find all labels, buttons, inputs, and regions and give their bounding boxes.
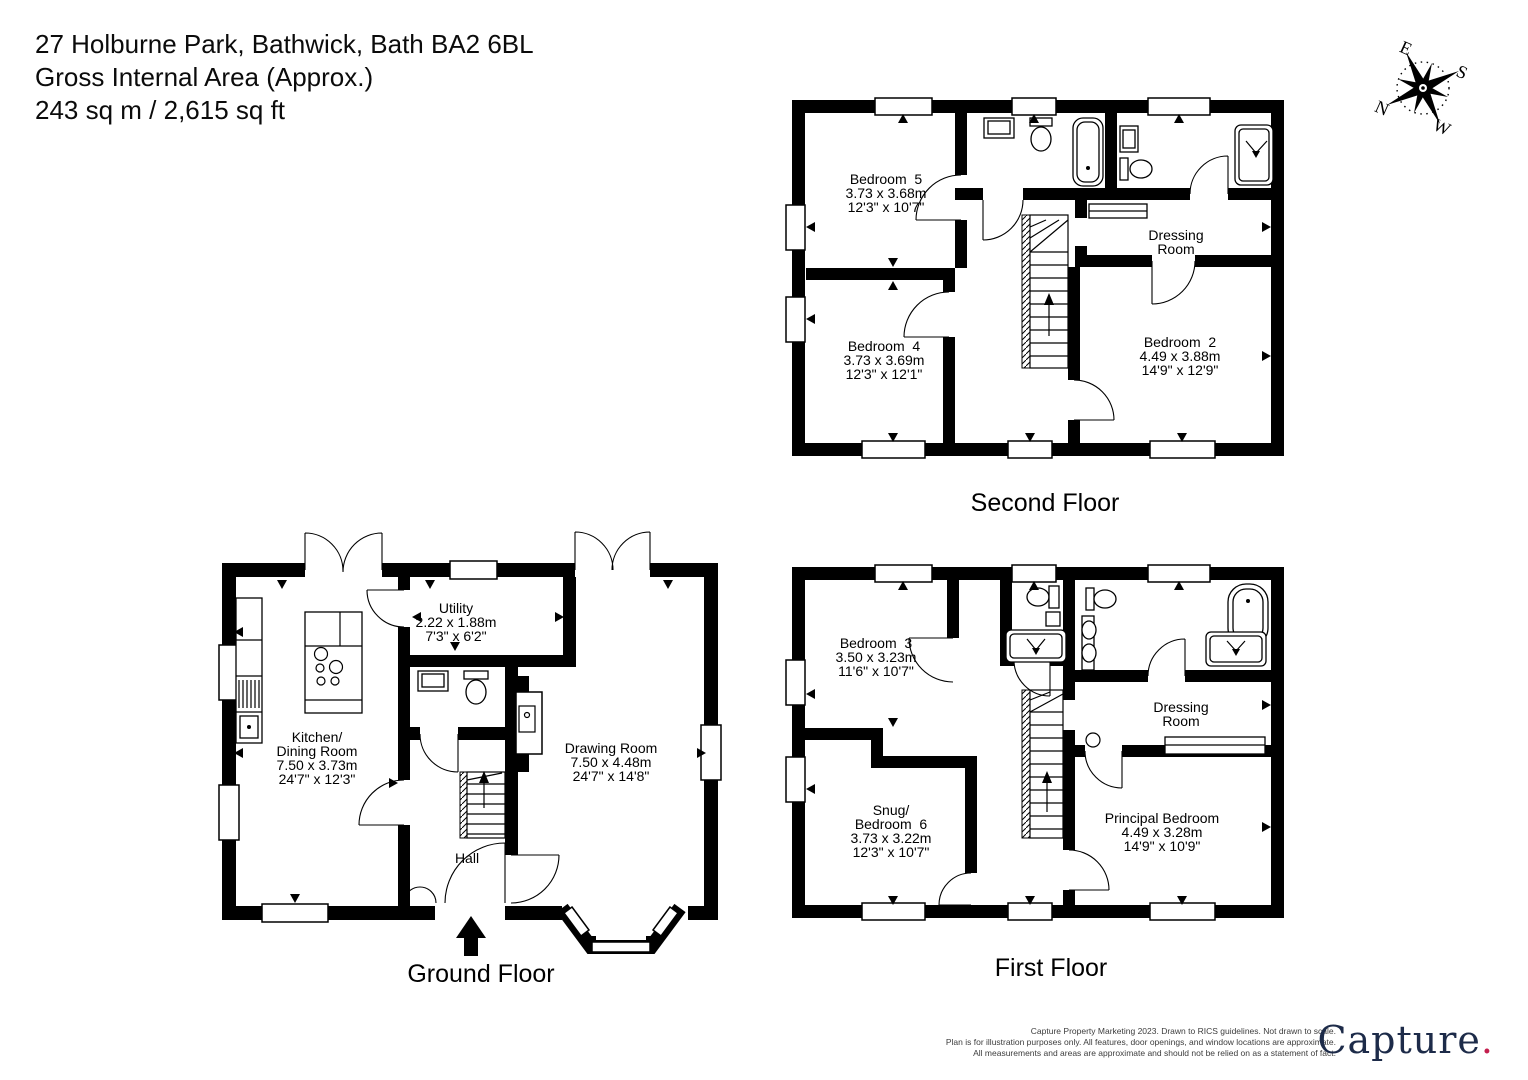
dimension-arrows [806, 581, 1271, 905]
second-floor-plan: Bedroom 5 3.73 x 3.68m 12'3" x 10'7" Bed… [785, 97, 1284, 517]
ground-floor-plan: Utility 2.22 x 1.88m 7'3" x 6'2" Kitchen… [218, 531, 722, 988]
shower-icon [1234, 124, 1274, 186]
compass-south-label: S [1453, 61, 1470, 83]
doors [358, 589, 560, 904]
bedroom5-imperial: 12'3" x 10'7" [848, 199, 925, 215]
compass-star [1387, 52, 1459, 124]
toilet-icon [463, 670, 489, 705]
bedroom2-metric: 4.49 x 3.88m [1140, 348, 1221, 364]
bedroom5-metric: 3.73 x 3.68m [846, 185, 927, 201]
wardrobe [1088, 203, 1148, 219]
bath-icon [1072, 117, 1104, 187]
first-floor-plan: Bedroom 3 3.50 x 3.23m 11'6" x 10'7" Snu… [785, 564, 1284, 982]
compass-north-label: N [1372, 96, 1392, 120]
bedroom4-name: Bedroom 4 [848, 338, 921, 354]
bedroom2-name: Bedroom 2 [1144, 334, 1217, 350]
hall-name: Hall [455, 850, 479, 866]
windows [218, 560, 722, 923]
bedroom4-metric: 3.73 x 3.69m [844, 352, 925, 368]
principal-name: Principal Bedroom [1105, 810, 1219, 826]
shower-icon [1205, 631, 1267, 667]
sink-icon [417, 670, 449, 692]
capture-logo: Capture. [1317, 1018, 1494, 1062]
area-value: 243 sq m / 2,615 sq ft [35, 95, 286, 125]
room-labels: Utility 2.22 x 1.88m 7'3" x 6'2" Kitchen… [277, 600, 658, 866]
staircase [459, 771, 506, 839]
sink-icon [1081, 615, 1097, 671]
staircase [1021, 689, 1064, 839]
entry-arrow [456, 916, 486, 956]
snug-line2: Bedroom 6 [855, 816, 928, 832]
utility-imperial: 7'3" x 6'2" [425, 628, 486, 644]
drawing-room-imperial: 24'7" x 14'8" [573, 768, 650, 784]
sink-icon [983, 117, 1015, 139]
disclaimer-line: Plan is for illustration purposes only. … [945, 1037, 1336, 1047]
bedroom4-imperial: 12'3" x 12'1" [846, 366, 923, 382]
utility-name: Utility [439, 600, 473, 616]
toilet-icon [1119, 157, 1153, 181]
windows [785, 564, 1216, 921]
bedroom5-name: Bedroom 5 [850, 171, 923, 187]
compass-rose: E S N W [1372, 37, 1471, 140]
first-floor-label: First Floor [995, 954, 1108, 982]
title-block: 27 Holburne Park, Bathwick, Bath BA2 6BL… [35, 28, 534, 127]
dressing-room-line1: Dressing [1148, 227, 1203, 243]
room-labels: Bedroom 5 3.73 x 3.68m 12'3" x 10'7" Bed… [844, 171, 1221, 382]
disclaimer-line: Capture Property Marketing 2023. Drawn t… [1030, 1026, 1336, 1036]
bay-window [556, 903, 686, 954]
bedroom3-metric: 3.50 x 3.23m [836, 649, 917, 665]
doors [903, 155, 1229, 421]
shower-icon [1005, 629, 1067, 663]
bedroom3-name: Bedroom 3 [840, 635, 913, 651]
bath-icon [1227, 583, 1269, 647]
dimension-arrows [806, 114, 1271, 442]
ground-floor-label: Ground Floor [407, 960, 554, 988]
kitchen-counter [235, 597, 263, 744]
utility-metric: 2.22 x 1.88m [416, 614, 497, 630]
snug-metric: 3.73 x 3.22m [851, 830, 932, 846]
kitchen-metric: 7.50 x 3.73m [277, 757, 358, 773]
fireplace [505, 676, 543, 772]
room-labels: Bedroom 3 3.50 x 3.23m 11'6" x 10'7" Snu… [836, 635, 1220, 860]
bedroom3-imperial: 11'6" x 10'7" [838, 663, 914, 679]
kitchen-line1: Kitchen/ [292, 729, 343, 745]
drawing-room-metric: 7.50 x 4.48m [571, 754, 652, 770]
snug-line1: Snug/ [873, 802, 910, 818]
wardrobe [1085, 732, 1266, 755]
compass-east-label: E [1397, 37, 1415, 60]
dressing-room-line2: Room [1157, 241, 1194, 257]
area-label: Gross Internal Area (Approx.) [35, 62, 374, 92]
logo-dot: . [1480, 1018, 1494, 1062]
principal-metric: 4.49 x 3.28m [1122, 824, 1203, 840]
snug-imperial: 12'3" x 10'7" [853, 844, 930, 860]
kitchen-island [304, 611, 363, 714]
compass-west-label: W [1430, 114, 1454, 139]
windows [785, 97, 1216, 459]
drawing-room-name: Drawing Room [565, 740, 658, 756]
sink-icon [1119, 125, 1139, 153]
dressing-room-line1: Dressing [1153, 699, 1208, 715]
toilet-icon [1026, 585, 1061, 627]
address-line: 27 Holburne Park, Bathwick, Bath BA2 6BL [35, 29, 534, 59]
second-floor-label: Second Floor [971, 489, 1120, 517]
logo-text: Capture [1317, 1018, 1481, 1062]
doors [908, 637, 1186, 906]
kitchen-imperial: 24'7" x 12'3" [279, 771, 356, 787]
french-doors [304, 531, 651, 573]
bedroom2-imperial: 14'9" x 12'9" [1142, 362, 1219, 378]
disclaimer-line: All measurements and areas are approxima… [973, 1048, 1336, 1058]
dimension-arrows [234, 580, 706, 903]
disclaimer: Capture Property Marketing 2023. Drawn t… [946, 1026, 1336, 1059]
dressing-room-line2: Room [1162, 713, 1199, 729]
principal-imperial: 14'9" x 10'9" [1124, 838, 1201, 854]
staircase [1021, 214, 1069, 369]
toilet-icon [1085, 587, 1117, 611]
kitchen-line2: Dining Room [277, 743, 358, 759]
